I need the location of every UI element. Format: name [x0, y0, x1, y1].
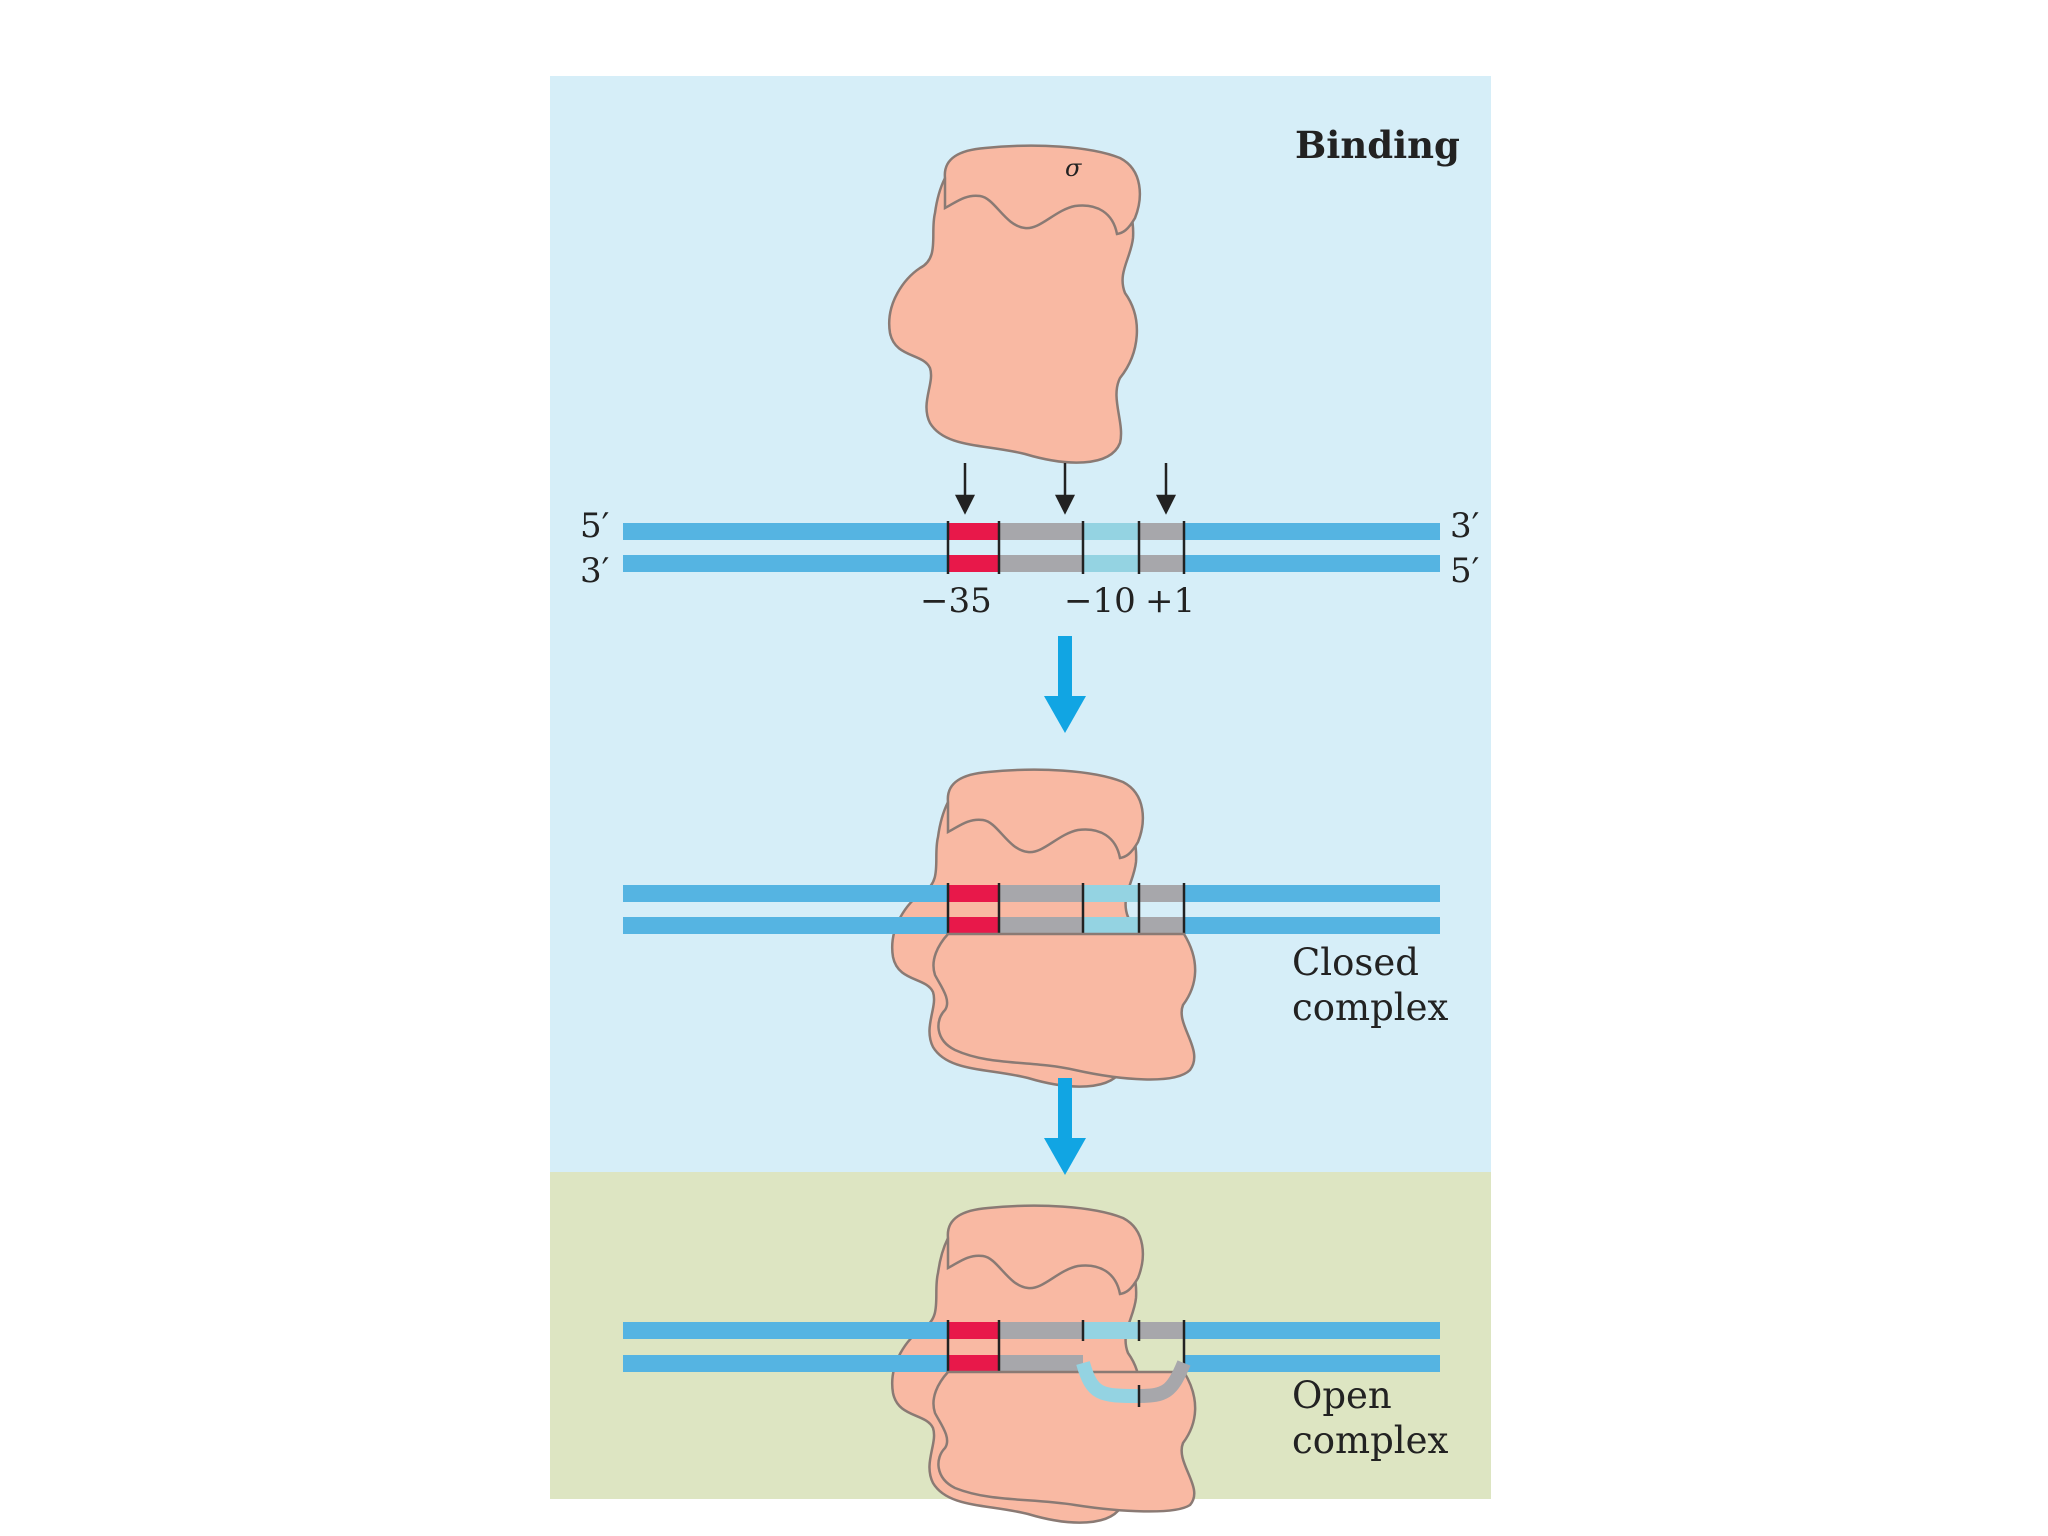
open-complex-dna	[623, 1320, 1440, 1374]
minus10-box-top	[1083, 523, 1139, 540]
minus10-box-bottom	[1083, 555, 1139, 572]
minus35-box-top	[948, 523, 999, 540]
step-arrow-1	[1044, 636, 1086, 733]
sigma-label: σ	[1065, 154, 1082, 182]
bottom-left-3prime: 3′	[580, 551, 609, 591]
binding-title: Binding	[1295, 123, 1460, 167]
open-complex-label-line1: Open	[1292, 1374, 1392, 1417]
closed-complex-dna	[623, 883, 1440, 936]
open-complex-label-line2: complex	[1292, 1419, 1448, 1462]
position-minus10: −10	[1064, 581, 1136, 621]
closed-complex-label-line1: Closed	[1292, 941, 1419, 984]
step-arrow-2	[1044, 1078, 1086, 1175]
melted-template-strand	[1076, 1360, 1191, 1407]
position-plus1: +1	[1145, 581, 1195, 621]
top-left-5prime: 5′	[580, 506, 609, 546]
bottom-strand	[623, 555, 1440, 572]
top-strand	[623, 523, 1440, 540]
minus35-box-bottom	[948, 555, 999, 572]
bottom-right-5prime: 5′	[1450, 551, 1479, 591]
closed-bottom-strand	[623, 917, 1440, 934]
open-bottom-strand	[623, 1355, 1440, 1372]
open-complex-polymerase-front	[932, 1370, 1197, 1513]
open-top-strand	[623, 1322, 1440, 1339]
free-dna-duplex	[623, 521, 1440, 574]
closed-top-strand	[623, 885, 1440, 902]
binding-site-arrows	[954, 463, 1177, 515]
closed-complex-polymerase-front	[932, 932, 1197, 1081]
position-minus35: −35	[920, 581, 992, 621]
top-right-3prime: 3′	[1450, 506, 1479, 546]
closed-complex-label-line2: complex	[1292, 986, 1448, 1029]
